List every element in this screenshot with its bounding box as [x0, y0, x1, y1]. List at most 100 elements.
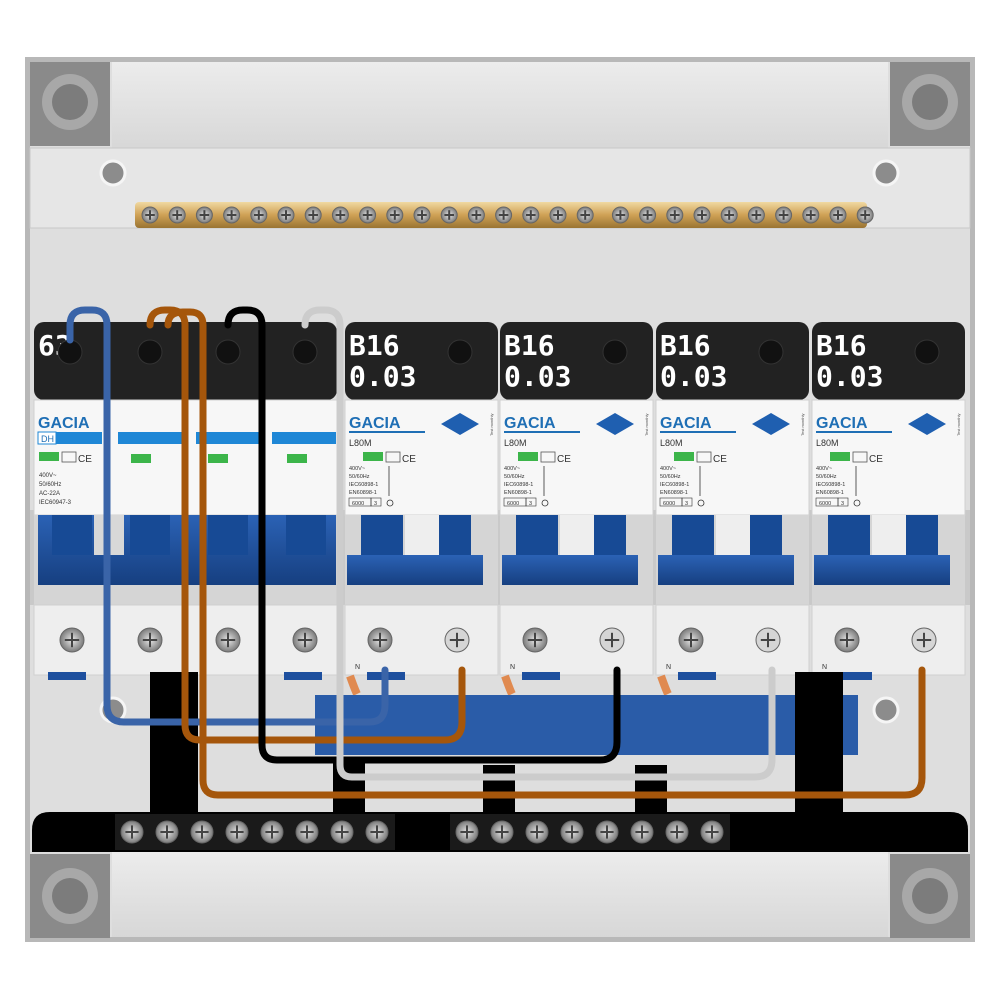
corner-block-bottom-left	[30, 854, 110, 938]
corner-block-bottom-right	[890, 854, 970, 938]
busbar-screw-icon	[522, 206, 540, 224]
busbar-screw-icon	[775, 206, 793, 224]
wire-brown-2	[164, 308, 926, 799]
busbar-screw-icon	[693, 206, 711, 224]
main-isolator-spec-2: 50/60Hz	[39, 482, 61, 488]
svg-text:CE: CE	[713, 454, 727, 465]
busbar-screw-icon	[168, 206, 186, 224]
neutral-bar-cover	[315, 695, 858, 755]
rcbo-sensitivity: 0.03	[504, 360, 571, 393]
rcbo-neutral-screw-icon	[755, 627, 781, 653]
main-isolator-top-screws	[57, 339, 318, 365]
busbar-screw-icon	[639, 206, 657, 224]
bottom-channel	[112, 852, 888, 937]
rcbo-neutral-pigtail	[346, 674, 361, 696]
rcbo-neutral-label: N	[666, 664, 671, 671]
corner-block-top-left	[30, 62, 110, 146]
mount-hole-tr	[872, 159, 900, 187]
busbar-screw-icon	[277, 206, 295, 224]
terminal-screw-icon	[525, 820, 549, 844]
main-isolator-model: DH	[41, 434, 54, 444]
rcbo-toggle[interactable]	[347, 555, 483, 585]
main-isolator-top-screw-icon	[137, 339, 163, 365]
wire-grey	[301, 306, 776, 781]
din-clip	[48, 672, 86, 680]
rcbo-neutral-label: N	[510, 664, 515, 671]
post-3	[483, 765, 515, 812]
rcbo-capacity: 6000	[819, 501, 831, 507]
rcbo-brand: GACIA	[349, 415, 401, 432]
busbar-screw-icon	[549, 206, 567, 224]
rcbo-terminal-screw-icon	[522, 627, 548, 653]
rcbo-neutral-pigtail	[501, 674, 516, 696]
rcbo-spec-line: EN60898-1	[816, 490, 844, 496]
rcbo-spec-line: 50/60Hz	[660, 474, 681, 480]
rcbo-test-label: Test monthly	[956, 414, 961, 436]
rcbo-neutral-label: N	[355, 664, 360, 671]
rcbo-top-screw-icon	[447, 339, 473, 365]
busbar-screw-icon	[747, 206, 765, 224]
rcbo-toggle[interactable]	[814, 555, 950, 585]
rcbo-toggle[interactable]	[658, 555, 794, 585]
terminal-screw-icon	[190, 820, 214, 844]
rcbo-class: 3	[374, 501, 377, 507]
rcbo-brand: GACIA	[660, 415, 712, 432]
rcbo-rating: B16	[660, 329, 711, 362]
svg-text:CE: CE	[869, 454, 883, 465]
wire-brown-1	[146, 306, 466, 744]
rcbo-model: L80M	[349, 438, 372, 448]
rcbo-terminal-screw-icon	[678, 627, 704, 653]
main-isolator-top-screw-icon	[215, 339, 241, 365]
din-clip	[284, 672, 322, 680]
rcbo-toggle[interactable]	[502, 555, 638, 585]
main-isolator-top-screw-icon	[292, 339, 318, 365]
rcbo-sensitivity: 0.03	[660, 360, 727, 393]
rcbo-spec-line: 400V~	[349, 466, 365, 472]
rcbo-spec-line: EN60898-1	[660, 490, 688, 496]
rcbo-spec-line: IEC60898-1	[504, 482, 533, 488]
terminal-screw-icon	[455, 820, 479, 844]
terminal-screw-icon	[330, 820, 354, 844]
busbar-screw-icon	[467, 206, 485, 224]
corner-block-top-right	[890, 62, 970, 146]
rcbo-rating: B16	[816, 329, 867, 362]
rcbo-spec-line: IEC60898-1	[349, 482, 378, 488]
busbar-screw-icon	[829, 206, 847, 224]
rcbo-capacity: 6000	[507, 501, 519, 507]
rcbo-spec-line: 400V~	[660, 466, 676, 472]
post-5	[795, 672, 843, 812]
rcbo-diamond-logo-icon	[441, 413, 479, 435]
rcbo-neutral-screw-icon	[911, 627, 937, 653]
main-isolator-brand: GACIA	[38, 415, 90, 432]
rcbo-diamond-logo-icon	[752, 413, 790, 435]
busbar-screw-icon	[720, 206, 738, 224]
rcbo-spec-line: 50/60Hz	[504, 474, 525, 480]
busbar-screw-icon	[440, 206, 458, 224]
earth-busbar-screws	[141, 206, 874, 224]
rcbo-spec-line: IEC60898-1	[660, 482, 689, 488]
busbar-screw-icon	[413, 206, 431, 224]
terminal-screw-icon	[225, 820, 249, 844]
main-isolator-spec-1: 400V~	[39, 473, 57, 479]
busbar-screw-icon	[250, 206, 268, 224]
rcbo-status-led	[518, 452, 538, 461]
svg-text:CE: CE	[402, 454, 416, 465]
rcbo-status-led	[363, 452, 383, 461]
terminal-screw-icon	[490, 820, 514, 844]
rcbo-diamond-logo-icon	[596, 413, 634, 435]
wiring	[66, 306, 926, 799]
rcbo-class: 3	[685, 501, 688, 507]
rcbo-diamond-logo-icon	[908, 413, 946, 435]
main-isolator-top-screw-icon	[57, 339, 83, 365]
rcbo-top-screw-icon	[914, 339, 940, 365]
busbar-screw-icon	[141, 206, 159, 224]
main-isolator-terminal-screw-icon	[137, 627, 163, 653]
main-isolator-led-2	[131, 454, 151, 463]
main-isolator-spec-4: IEC60947-3	[39, 500, 72, 506]
rcbo-sensitivity: 0.03	[349, 360, 416, 393]
rcbo-test-label: Test monthly	[644, 414, 649, 436]
terminal-screw-icon	[365, 820, 389, 844]
